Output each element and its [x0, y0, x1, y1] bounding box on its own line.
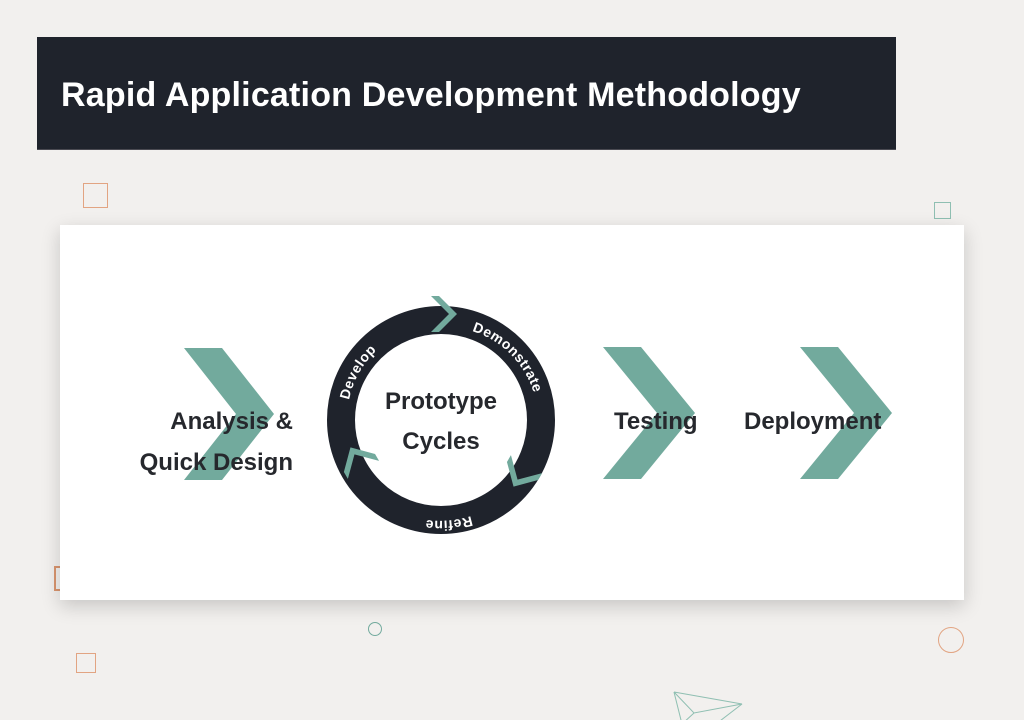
circle-outline-icon	[368, 622, 382, 636]
stage-label-testing: Testing	[614, 408, 698, 435]
circle-outline-icon	[938, 627, 964, 653]
rad-process-diagram: Develop Demonstrate Refine Prototype Cyc…	[140, 296, 892, 534]
square-outline-icon	[76, 653, 96, 673]
cycle-center-label-line1: Prototype	[385, 388, 497, 415]
paper-plane-icon	[673, 691, 743, 720]
chevron-right-icon	[184, 348, 274, 480]
stage-label-analysis-line2: Quick Design	[140, 449, 293, 476]
chevron-right-icon	[603, 347, 695, 479]
page-title: Rapid Application Development Methodolog…	[61, 76, 801, 114]
stage-label-deployment: Deployment	[744, 408, 881, 435]
cycle-arrow-icon	[343, 447, 380, 479]
cycle-center-label-line2: Cycles	[402, 428, 479, 455]
cycle-arrow-icon	[506, 455, 543, 487]
prototype-cycle-ring: Develop Demonstrate Refine	[327, 296, 555, 534]
cycle-step-refine: Refine	[424, 513, 473, 534]
diagram-card: Develop Demonstrate Refine Prototype Cyc…	[60, 225, 964, 600]
stage-label-analysis-line1: Analysis &	[170, 408, 293, 435]
svg-text:Refine: Refine	[424, 513, 474, 534]
chevron-right-icon	[800, 347, 892, 479]
square-outline-icon	[934, 202, 951, 219]
title-bar: Rapid Application Development Methodolog…	[37, 37, 896, 150]
cycle-arrow-icon	[431, 296, 457, 332]
square-outline-icon	[83, 183, 108, 208]
